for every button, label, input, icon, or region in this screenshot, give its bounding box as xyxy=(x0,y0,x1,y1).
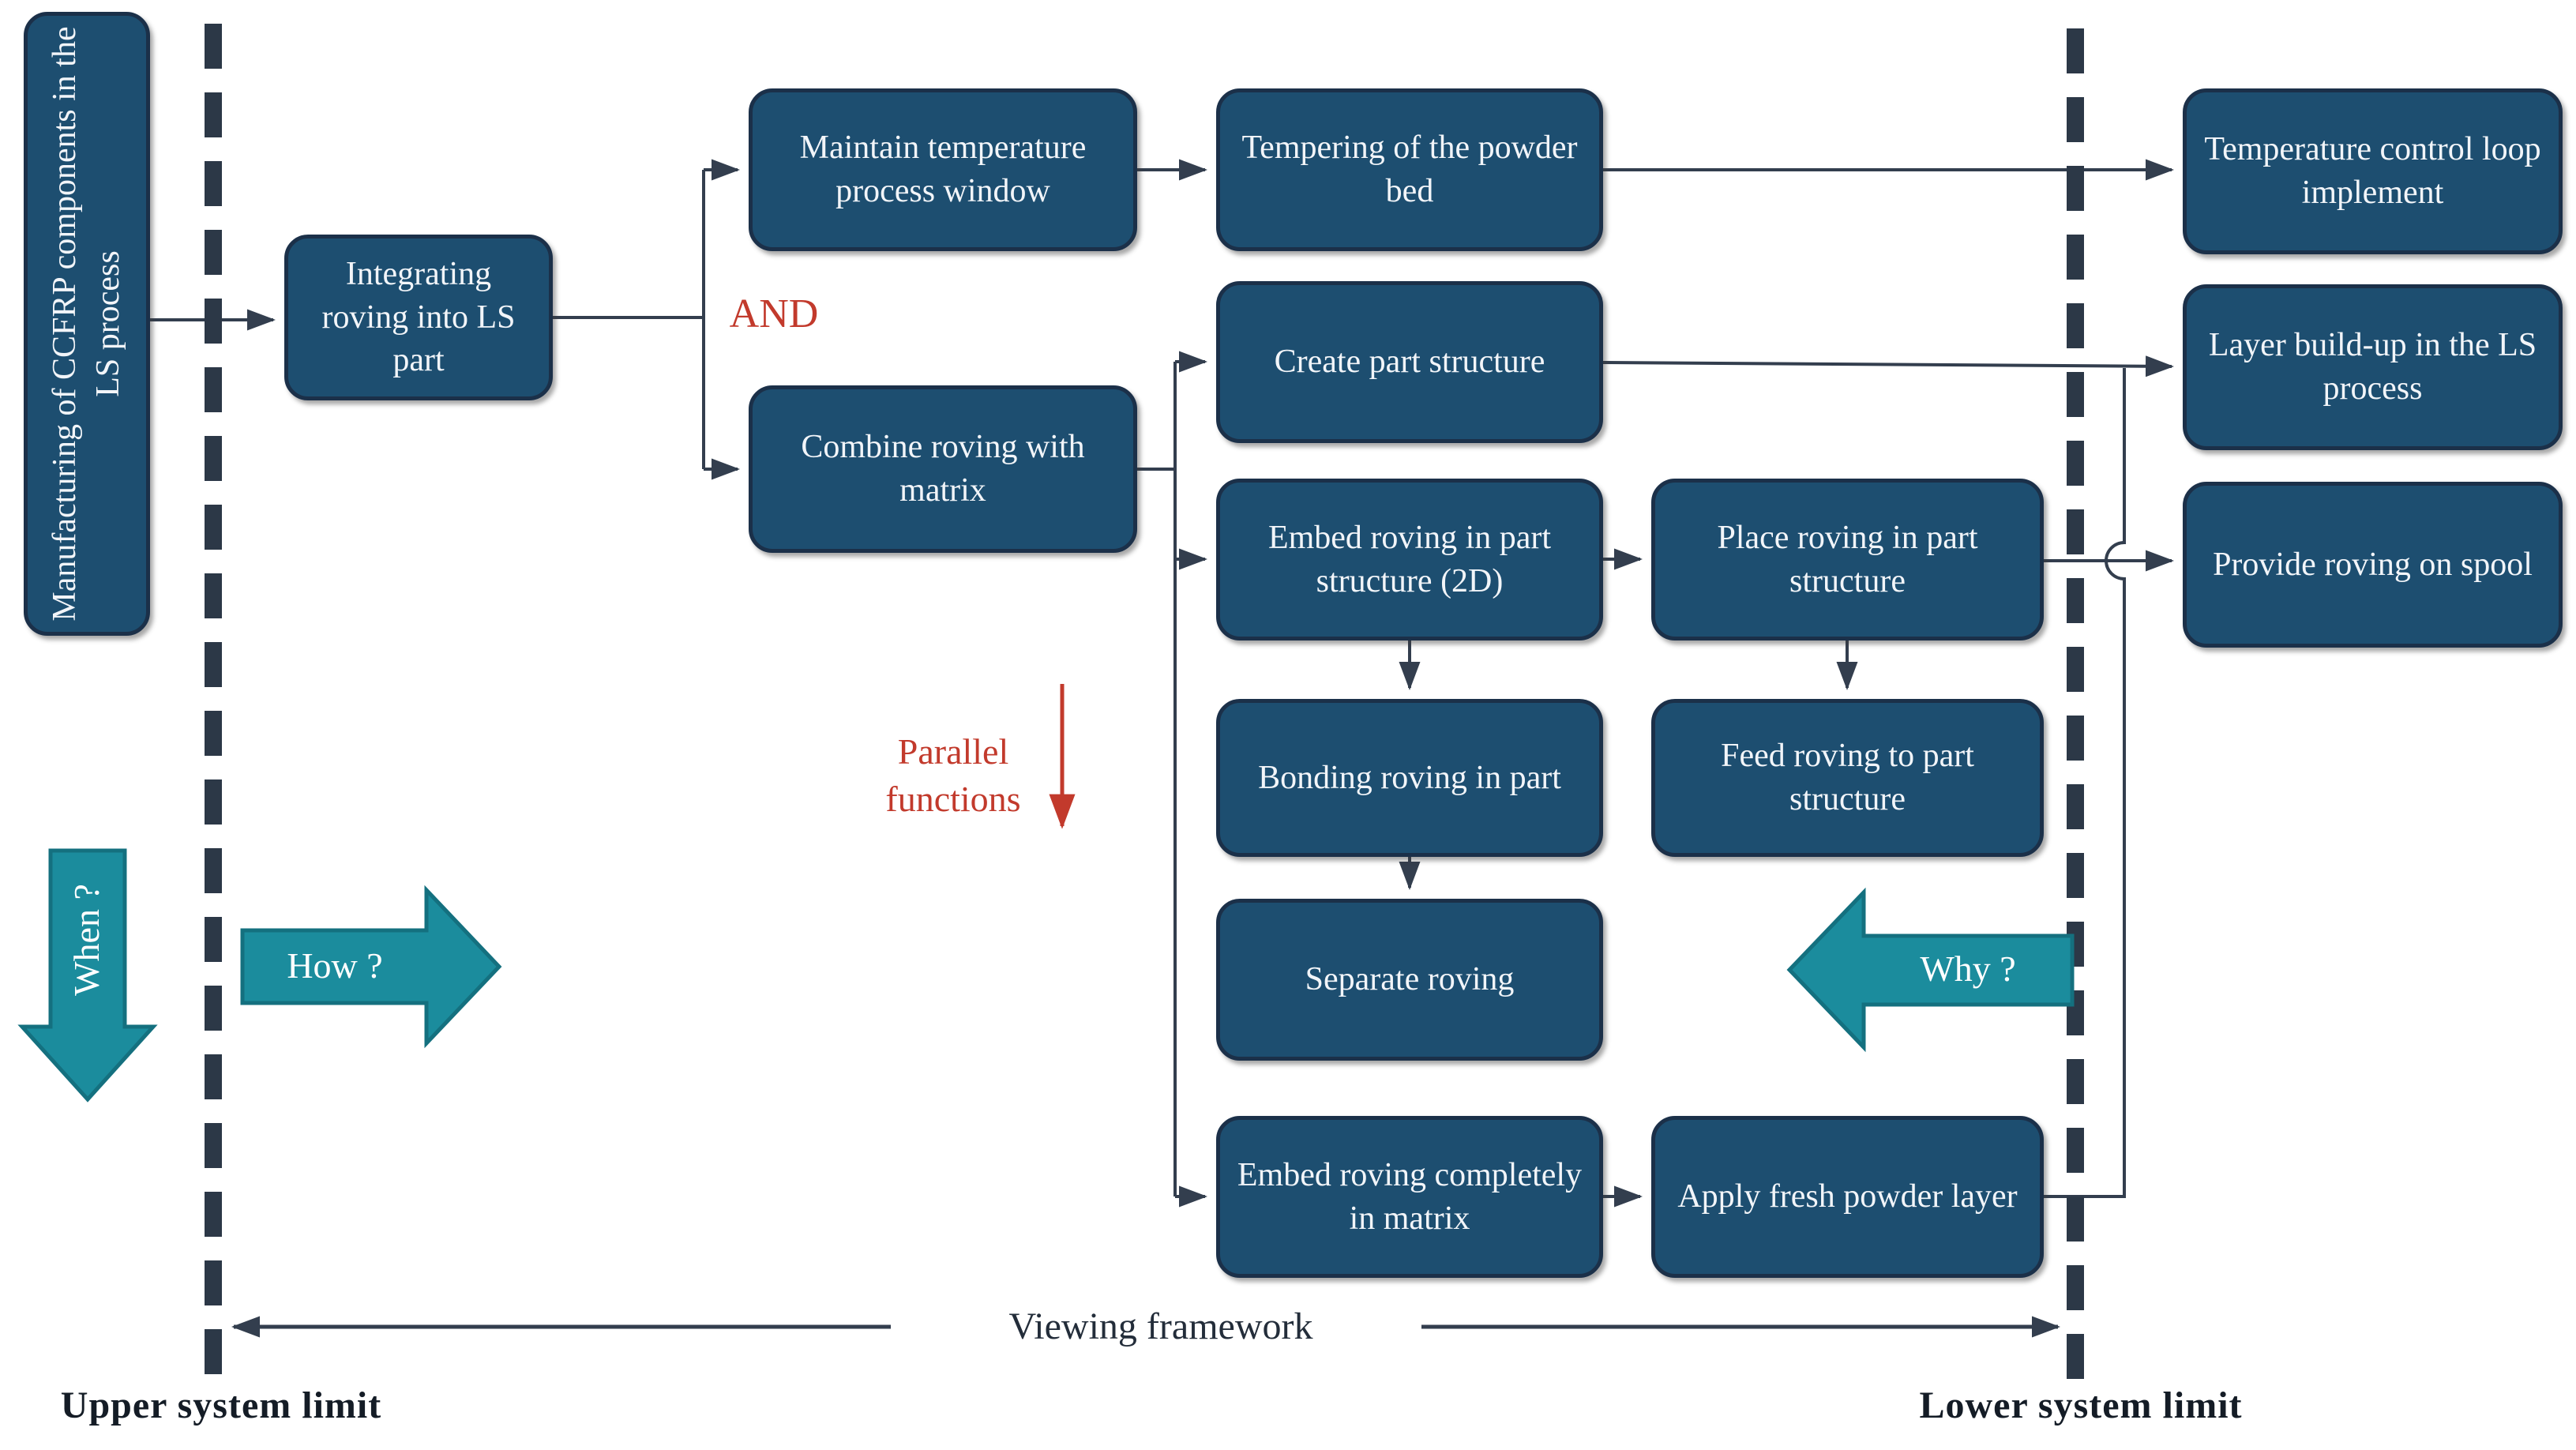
node-root: Manufacturing of CCFRP components in the… xyxy=(24,12,150,636)
node-root-label: Manufacturing of CCFRP components in the… xyxy=(47,26,126,622)
node-embed-2d: Embed roving in part structure (2D) xyxy=(1216,479,1603,640)
edge-lines xyxy=(150,159,2174,1208)
viewing-framework-label: Viewing framework xyxy=(1008,1305,1313,1347)
node-apply: Apply fresh powder layer xyxy=(1651,1116,2044,1278)
node-temp-control: Temperature control loop implement xyxy=(2183,88,2563,254)
node-bonding-label: Bonding roving in part xyxy=(1258,759,1561,796)
node-combine-label: Combine roving with matrix xyxy=(801,429,1085,509)
node-combine: Combine roving with matrix xyxy=(749,385,1137,553)
how-arrow xyxy=(240,885,502,1049)
why-label: Why ? xyxy=(1920,949,2016,989)
node-provide: Provide roving on spool xyxy=(2183,482,2563,648)
node-maintain-label: Maintain temperature process window xyxy=(799,130,1087,209)
node-apply-label: Apply fresh powder layer xyxy=(1677,1178,2018,1215)
parallel-functions-label: Parallel functions xyxy=(885,731,1021,819)
node-tempering-label: Tempering of the powder bed xyxy=(1241,130,1578,209)
node-embed-2d-label: Embed roving in part structure (2D) xyxy=(1267,519,1552,599)
when-label: When ? xyxy=(66,884,107,996)
node-bonding: Bonding roving in part xyxy=(1216,699,1603,857)
edge-create-layer xyxy=(1602,355,2174,378)
node-create: Create part structure xyxy=(1216,281,1603,443)
node-temp-control-label: Temperature control loop implement xyxy=(2204,131,2541,211)
node-place: Place roving in part structure xyxy=(1651,479,2044,640)
and-junction-label: AND xyxy=(729,291,819,336)
node-layer-build-up: Layer build-up in the LS process xyxy=(2183,284,2563,450)
node-integrating: Integrating roving into LS part xyxy=(284,235,553,400)
node-tempering: Tempering of the powder bed xyxy=(1216,88,1603,251)
node-separate-label: Separate roving xyxy=(1305,961,1515,998)
why-arrow xyxy=(1786,887,2075,1053)
edge-apply-layer-with-hop xyxy=(2044,368,2126,1198)
node-layer-build-up-label: Layer build-up in the LS process xyxy=(2208,327,2537,407)
how-label: How ? xyxy=(287,945,383,986)
node-place-label: Place roving in part structure xyxy=(1717,519,1978,599)
node-embed-completely: Embed roving completely in matrix xyxy=(1216,1116,1603,1278)
node-create-label: Create part structure xyxy=(1274,344,1545,381)
node-feed: Feed roving to part structure xyxy=(1651,699,2044,857)
node-embed-completely-label: Embed roving completely in matrix xyxy=(1237,1156,1583,1237)
lower-system-limit-label: Lower system limit xyxy=(1919,1384,2243,1426)
node-separate: Separate roving xyxy=(1216,899,1603,1061)
question-arrows xyxy=(17,848,2075,1103)
node-provide-label: Provide roving on spool xyxy=(2213,546,2533,583)
when-arrow xyxy=(17,848,158,1103)
upper-system-limit-label: Upper system limit xyxy=(60,1384,382,1426)
node-integrating-label: Integrating roving into LS part xyxy=(321,256,516,379)
node-maintain: Maintain temperature process window xyxy=(749,88,1137,251)
node-feed-label: Feed roving to part structure xyxy=(1721,738,1974,817)
